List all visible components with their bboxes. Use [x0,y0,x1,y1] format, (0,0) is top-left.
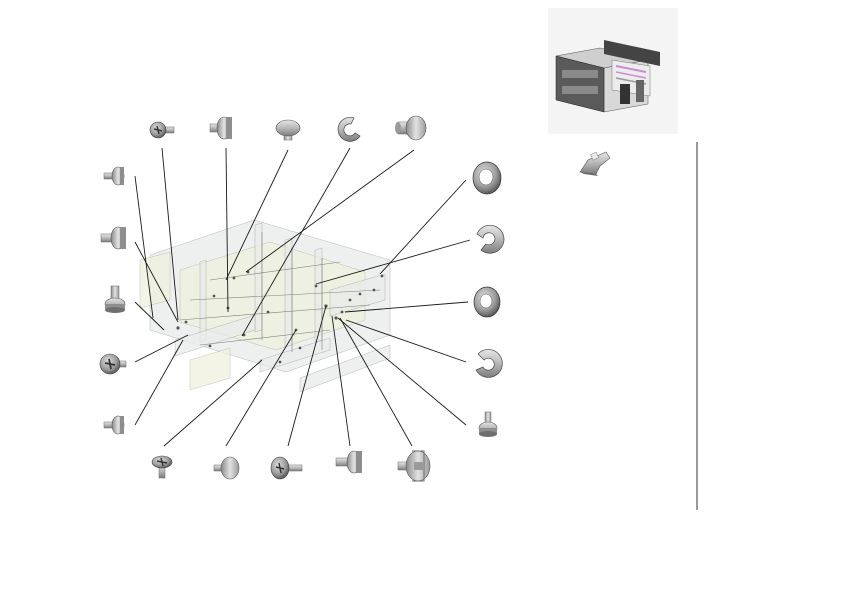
top-part-5-shoulder-pin-icon [395,115,427,141]
right-part-4-e-ring-icon [475,349,503,378]
bottom-part-5-thumb-screw-icon [397,450,431,482]
left-part-3-stand-off-icon [104,285,126,313]
central-assembly [139,219,391,393]
bottom-part-2-rivet-icon [213,456,240,480]
top-part-3-rivet-icon [275,119,301,141]
left-part-5-pan-head-screw-icon [103,415,125,435]
right-part-3-washer-icon [473,286,501,318]
right-part-1-washer-icon [472,161,502,195]
bottom-part-1-phillips-screw-icon [151,455,173,479]
right-part-5-stand-off-icon [478,411,498,437]
bottom-part-3-phillips-screw-icon [270,456,303,480]
left-part-4-phillips-screw-icon [99,353,127,375]
left-part-1-pan-head-screw-icon [103,166,125,186]
leader-lines [134,147,471,447]
bottom-part-4-pan-head-screw-icon [335,450,362,474]
top-part-1-phillips-screw-icon [149,121,175,139]
bracket-clip-icon [579,151,611,176]
top-part-2-pan-head-screw-icon [209,116,232,140]
assembly-thumbnail [548,8,678,134]
left-part-2-pan-head-screw-icon [100,226,126,250]
top-part-4-e-ring-icon [337,117,361,142]
right-part-2-e-ring-icon [476,224,505,254]
